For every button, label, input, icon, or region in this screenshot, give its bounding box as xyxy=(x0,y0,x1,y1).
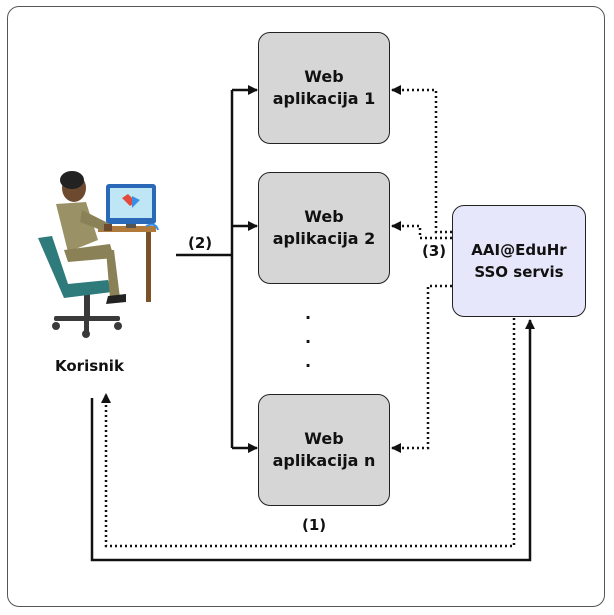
auth-lines xyxy=(90,318,535,562)
ellipsis-dot: · xyxy=(304,356,312,375)
user-at-computer-icon xyxy=(38,171,159,338)
web-app-2-line1: Web xyxy=(304,207,344,226)
user-label: Korisnik xyxy=(55,357,124,375)
web-app-1-line2: aplikacija 1 xyxy=(272,89,376,108)
step-3-label: (3) xyxy=(422,242,447,260)
sso-response-lines xyxy=(391,85,452,453)
step-2-label: (2) xyxy=(188,234,213,252)
sso-line1: AAI@EduHr xyxy=(471,241,567,259)
request-lines xyxy=(176,85,258,453)
diagram-frame xyxy=(7,6,605,607)
web-app-2-line2: aplikacija 2 xyxy=(272,229,376,248)
web-app-n-line2: aplikacija n xyxy=(272,451,376,470)
web-app-2-box: Web aplikacija 2 xyxy=(258,172,390,284)
web-app-1-box: Web aplikacija 1 xyxy=(258,32,390,144)
web-app-1-line1: Web xyxy=(304,67,344,86)
sso-line2: SSO servis xyxy=(474,263,564,281)
ellipsis-vertical: · · · xyxy=(302,306,314,378)
ellipsis-dot: · xyxy=(304,308,312,327)
web-app-n-box: Web aplikacija n xyxy=(258,394,390,506)
step-1-label: (1) xyxy=(302,516,327,534)
ellipsis-dot: · xyxy=(304,332,312,351)
web-app-n-line1: Web xyxy=(304,429,344,448)
